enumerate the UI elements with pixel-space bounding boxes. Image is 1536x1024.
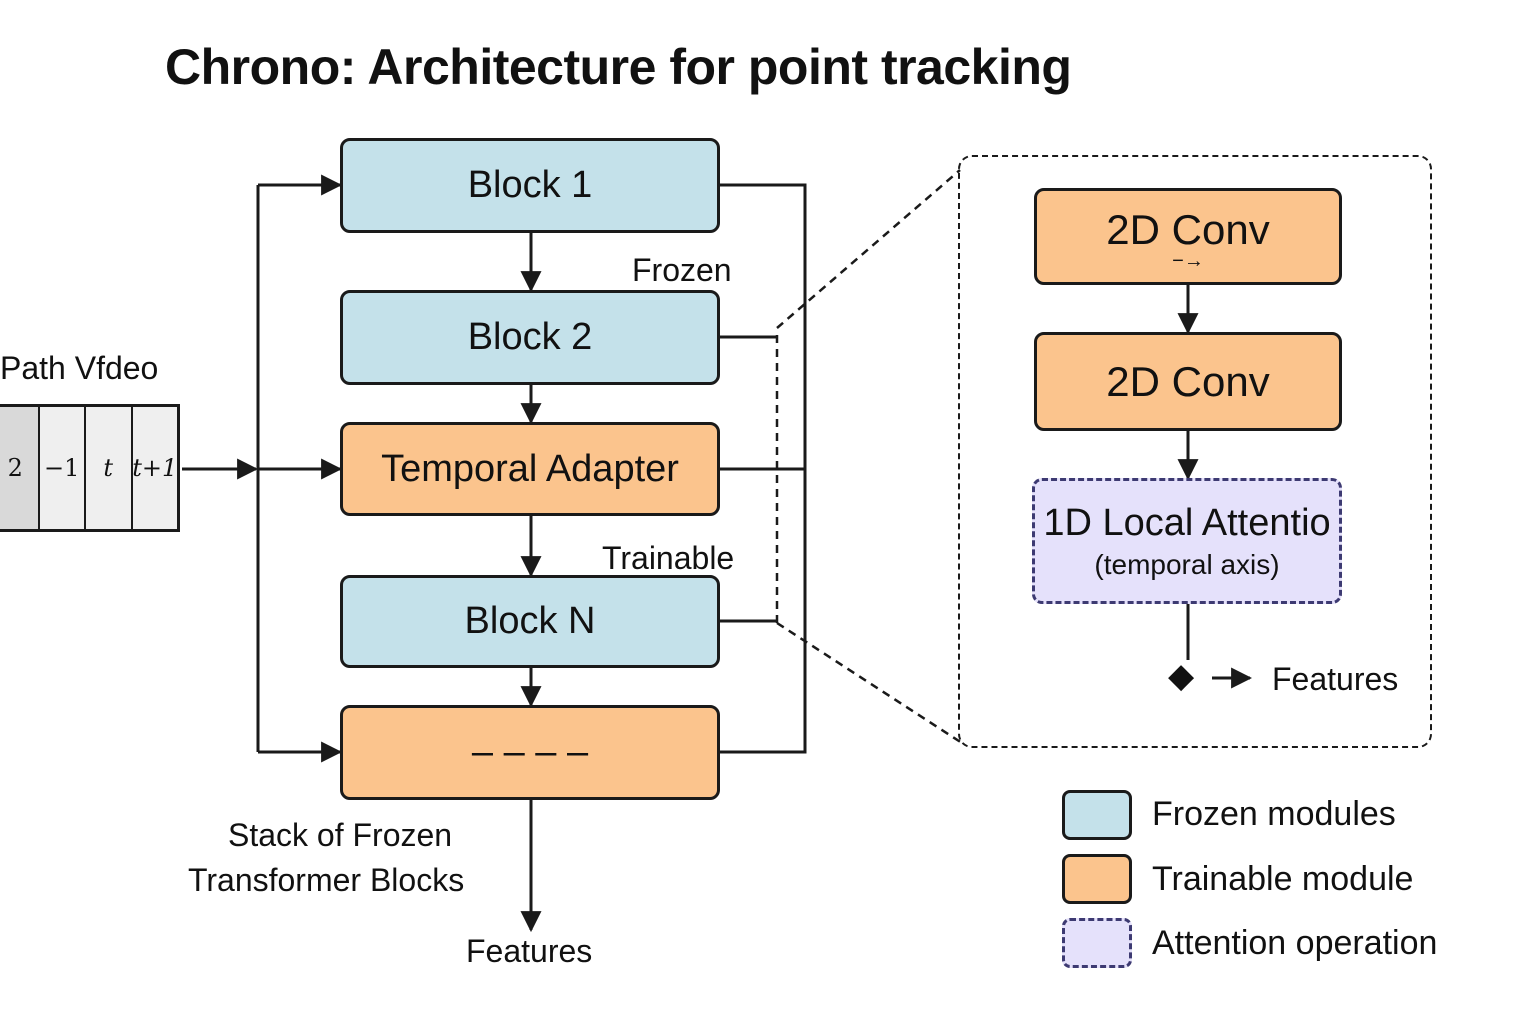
local-attention-block: 1D Local Attentio (temporal axis) bbox=[1032, 478, 1342, 604]
attention-label: 1D Local Attentio bbox=[1043, 501, 1331, 544]
block-label: Block 1 bbox=[467, 164, 593, 206]
trainable-note: Trainable bbox=[602, 540, 735, 576]
frame-cell: t bbox=[86, 407, 133, 529]
conv-label: 2D Conv bbox=[1106, 357, 1270, 405]
diamond-icon: ◆ bbox=[1168, 657, 1195, 695]
block-label: Block 2 bbox=[467, 316, 593, 358]
block-label: – – – – bbox=[471, 731, 589, 773]
small-arrow-glyph: −→ bbox=[1172, 249, 1204, 272]
stack-output-label: Features bbox=[466, 933, 593, 969]
block-1: Block 1 bbox=[340, 138, 720, 233]
attention-sublabel: (temporal axis) bbox=[1094, 548, 1280, 580]
zoom-line-bottom bbox=[776, 621, 963, 745]
legend-label-frozen: Frozen modules bbox=[1152, 795, 1396, 833]
block-n: Block N bbox=[340, 575, 720, 668]
conv-label: 2D Conv bbox=[1106, 205, 1270, 253]
legend-swatch-attention bbox=[1062, 918, 1132, 968]
legend-swatch-trainable bbox=[1062, 854, 1132, 904]
block-2: Block 2 bbox=[340, 290, 720, 385]
frozen-note: Frozen bbox=[632, 252, 732, 288]
frame-cell: −1 bbox=[40, 407, 86, 529]
input-video-label: Path Vfdeo bbox=[0, 350, 159, 386]
adapter-detail-frame bbox=[958, 155, 1432, 748]
placeholder-block: – – – – bbox=[340, 705, 720, 800]
conv-block-2: 2D Conv bbox=[1034, 332, 1342, 431]
stack-caption-line2: Transformer Blocks bbox=[188, 862, 465, 898]
block-label: Block N bbox=[464, 600, 596, 642]
frame-cell: t+1 bbox=[132, 454, 178, 482]
detail-output-label: Features bbox=[1272, 661, 1399, 697]
legend-label-trainable: Trainable module bbox=[1152, 860, 1414, 898]
stack-caption-line1: Stack of Frozen bbox=[228, 817, 453, 853]
zoom-line-top bbox=[776, 169, 961, 329]
diagram-title: Chrono: Architecture for point tracking bbox=[165, 39, 1072, 95]
video-frames: 2 −1 t t+1 bbox=[0, 404, 180, 532]
legend-label-attention: Attention operation bbox=[1152, 924, 1438, 962]
legend-swatch-frozen bbox=[1062, 790, 1132, 840]
temporal-adapter: Temporal Adapter bbox=[340, 422, 720, 516]
frame-cell: 2 bbox=[0, 407, 40, 529]
conv-block-1: 2D Conv −→ bbox=[1034, 188, 1342, 285]
block-label: Temporal Adapter bbox=[381, 447, 679, 490]
